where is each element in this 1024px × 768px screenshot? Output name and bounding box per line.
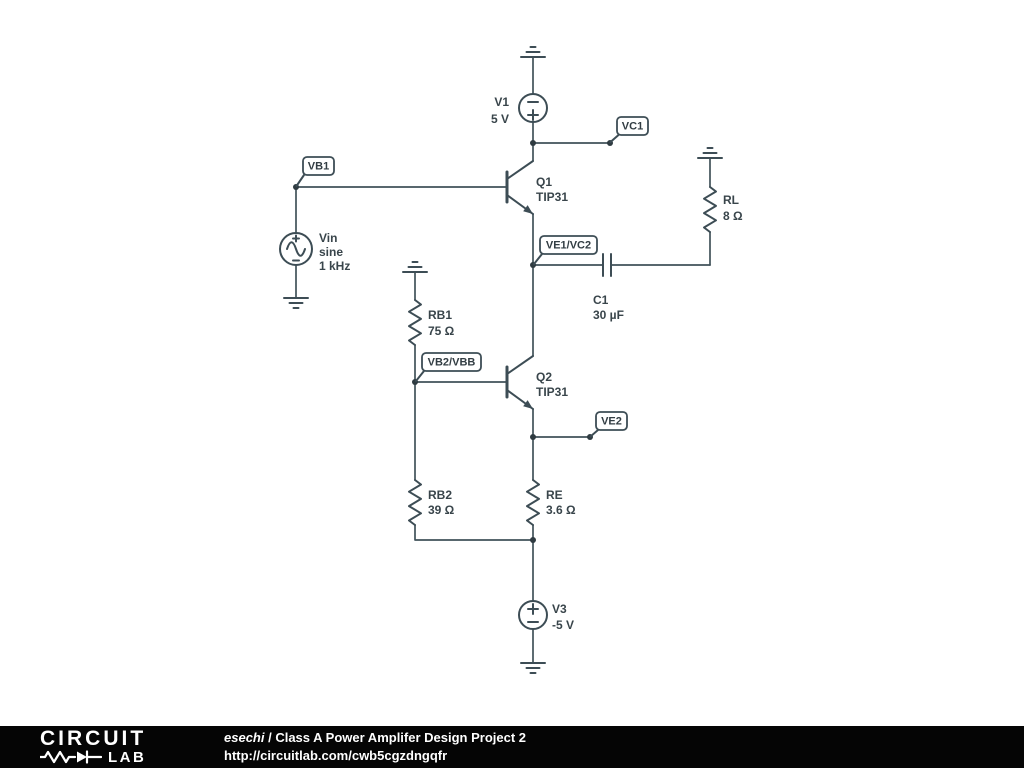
resistor-rb1: RB1 75 Ω [408,299,455,346]
q2-emitter-arrow-icon [523,400,533,409]
footer-bar: CIRCUIT LAB esechi / Class A Power Ampli… [0,726,1024,768]
schematic-title-line: esechi / Class A Power Amplifer Design P… [224,729,526,747]
v1-plus-icon [527,109,539,121]
vb1-flag-label: VB1 [308,161,329,173]
vin-label: Vin [319,231,337,245]
schematic-meta: esechi / Class A Power Amplifer Design P… [224,729,526,765]
transistor-q1: Q1 TIP31 [505,160,568,215]
logo-lab-text: LAB [108,748,147,766]
wires [295,56,711,664]
resistor-re: RE 3.6 Ω [526,479,576,526]
ground-icon-v1 [520,46,546,58]
re-value: 3.6 Ω [546,503,576,517]
v1-value: 5 V [491,112,509,126]
rl-label: RL [723,193,739,207]
author-name: esechi [224,730,265,745]
node-flag-vc1: VC1 [609,116,649,143]
v3-value: -5 V [552,618,574,632]
rb1-label: RB1 [428,308,452,322]
rl-value: 8 Ω [723,209,743,223]
q2-value: TIP31 [536,385,568,399]
transistor-q2: Q2 TIP31 [505,355,568,410]
schematic-canvas: V1 5 V Vin sine 1 kHz Q1 TIP31 [279,46,743,674]
vb2-vbb-flag-label: VB2/VBB [428,357,476,369]
q1-label: Q1 [536,175,552,189]
q1-value: TIP31 [536,190,568,204]
ve2-flag-label: VE2 [601,416,622,428]
vc1-flag-label: VC1 [622,121,643,133]
signal-source-vin: Vin sine 1 kHz [279,231,350,273]
resistor-rl: RL 8 Ω [703,186,743,233]
title-separator: / [264,730,276,745]
v3-plus-icon [527,603,539,615]
logo-circuit-text: CIRCUIT [40,726,147,750]
ground-icon-rb1 [402,261,428,273]
node-flag-vb1: VB1 [295,156,335,187]
node-flag-vb2-vbb: VB2/VBB [415,352,482,382]
node-flag-ve1-vc2: VE1/VC2 [533,235,598,265]
v3-label: V3 [552,602,567,616]
node-flag-ve2: VE2 [589,411,628,438]
rb2-value: 39 Ω [428,503,455,517]
ground-icon-v3 [520,662,546,674]
rb2-label: RB2 [428,488,452,502]
vin-value-line2: 1 kHz [319,259,350,273]
circuitlab-logo: CIRCUIT LAB [40,726,190,766]
sine-wave-icon [286,241,306,257]
q1-emitter-arrow-icon [523,205,533,214]
schematic-title: Class A Power Amplifer Design Project 2 [275,730,527,745]
v1-label: V1 [494,95,509,109]
voltage-source-v3: V3 -5 V [518,600,574,632]
vin-plus-icon [292,234,300,243]
resistor-diode-icon [40,750,102,764]
ground-icon-rl [697,147,723,159]
vin-value-line1: sine [319,245,343,259]
re-label: RE [546,488,563,502]
q2-label: Q2 [536,370,552,384]
c1-value: 30 µF [593,308,624,322]
resistor-rb2: RB2 39 Ω [408,479,455,526]
voltage-source-v1: V1 5 V [491,93,548,126]
schematic-url-link[interactable]: http://circuitlab.com/cwb5cgzdngqfr [224,748,448,763]
capacitor-c1: C1 30 µF [593,253,624,322]
c1-label: C1 [593,293,609,307]
ground-icon-vin [283,297,309,309]
ve1-vc2-flag-label: VE1/VC2 [546,240,591,252]
rb1-value: 75 Ω [428,324,455,338]
